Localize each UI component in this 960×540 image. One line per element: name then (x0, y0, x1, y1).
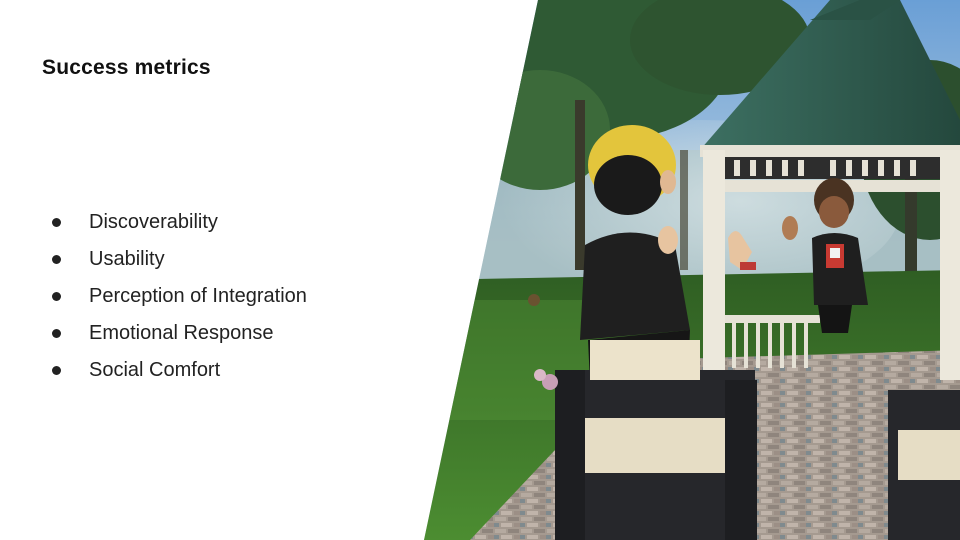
list-item: Emotional Response (52, 315, 307, 352)
bullet-icon (52, 218, 61, 227)
success-metrics-list: Discoverability Usability Perception of … (52, 204, 307, 389)
metric-label: Emotional Response (89, 322, 274, 344)
metric-label: Discoverability (89, 211, 218, 233)
list-item: Social Comfort (52, 352, 307, 389)
metric-label: Perception of Integration (89, 285, 307, 307)
list-item: Discoverability (52, 204, 307, 241)
bullet-icon (52, 329, 61, 338)
bullet-icon (52, 366, 61, 375)
list-item: Perception of Integration (52, 278, 307, 315)
list-item: Usability (52, 241, 307, 278)
bullet-icon (52, 255, 61, 264)
metric-label: Usability (89, 248, 165, 270)
metric-label: Social Comfort (89, 359, 221, 381)
bullet-icon (52, 292, 61, 301)
slide-title: Success metrics (42, 56, 211, 79)
